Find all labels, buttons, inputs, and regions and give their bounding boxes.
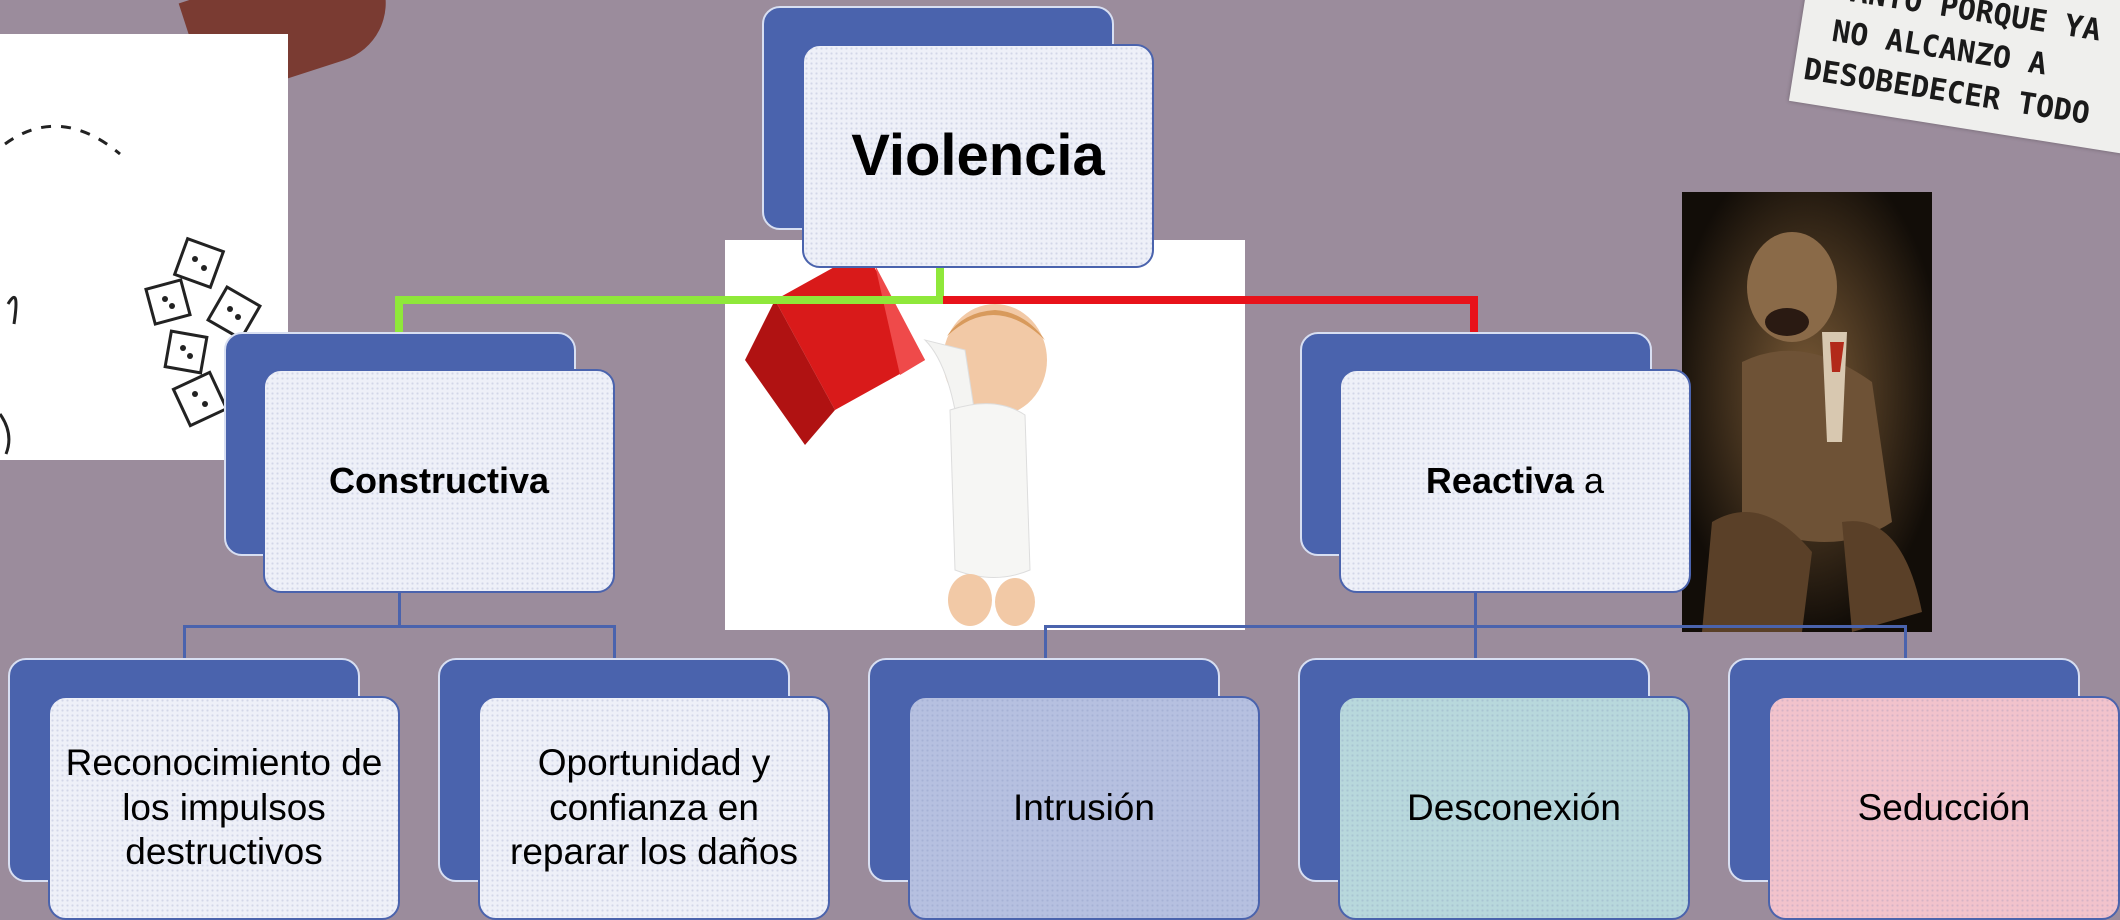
node-oportunidad-front: Oportunidad y confianza en reparar los d… (478, 696, 830, 920)
node-reactiva-label-rest: a (1574, 460, 1605, 502)
handwritten-note-image: TANTO PORQUE YA NO ALCANZO A DESOBEDECER… (1788, 0, 2120, 158)
tree-line-right-drop-1 (1044, 625, 1047, 659)
tree-line-right-drop-2 (1474, 625, 1477, 659)
tree-line-left-drop-2 (613, 625, 616, 659)
connector-right-drop (1470, 296, 1478, 338)
node-seduccion-label: Seducción (1857, 786, 2031, 828)
tree-line-right-stem (1474, 592, 1477, 626)
tree-line-left-bar (183, 625, 615, 628)
connector-root-stem (936, 236, 944, 302)
baby-photo-icon (745, 250, 1047, 626)
tree-line-left-stem (398, 592, 401, 626)
tree-line-right-drop-3 (1904, 625, 1907, 659)
dice-sketch-icon (0, 124, 263, 455)
node-reconocimiento-front: Reconocimiento de los impulsos destructi… (48, 696, 400, 920)
node-oportunidad-label: Oportunidad y confianza en reparar los d… (510, 742, 798, 873)
tree-line-left-drop-1 (183, 625, 186, 659)
node-reconocimiento-label: Reconocimiento de los impulsos destructi… (65, 742, 383, 873)
saturn-painting-image (1682, 192, 1932, 632)
saturn-painting-icon (1682, 192, 1932, 632)
connector-right (943, 296, 1478, 304)
node-desconexion-front: Desconexión (1338, 696, 1690, 920)
connector-left (395, 296, 943, 304)
node-intrusion-label: Intrusión (1013, 786, 1155, 828)
node-constructiva-label: Constructiva (328, 460, 550, 502)
node-reactiva-label: Reactiva (1425, 460, 1575, 502)
connector-left-drop (395, 296, 403, 338)
node-desconexion-label: Desconexión (1407, 786, 1621, 828)
node-seduccion-front: Seducción (1768, 696, 2120, 920)
node-violencia-front: Violencia (802, 44, 1154, 268)
node-reactiva-front: Reactiva a (1339, 369, 1691, 593)
node-intrusion-front: Intrusión (908, 696, 1260, 920)
node-constructiva-front: Constructiva (263, 369, 615, 593)
baby-photo-image (725, 240, 1245, 630)
dice-sketch-image (0, 34, 288, 460)
node-violencia-label: Violencia (851, 123, 1105, 189)
